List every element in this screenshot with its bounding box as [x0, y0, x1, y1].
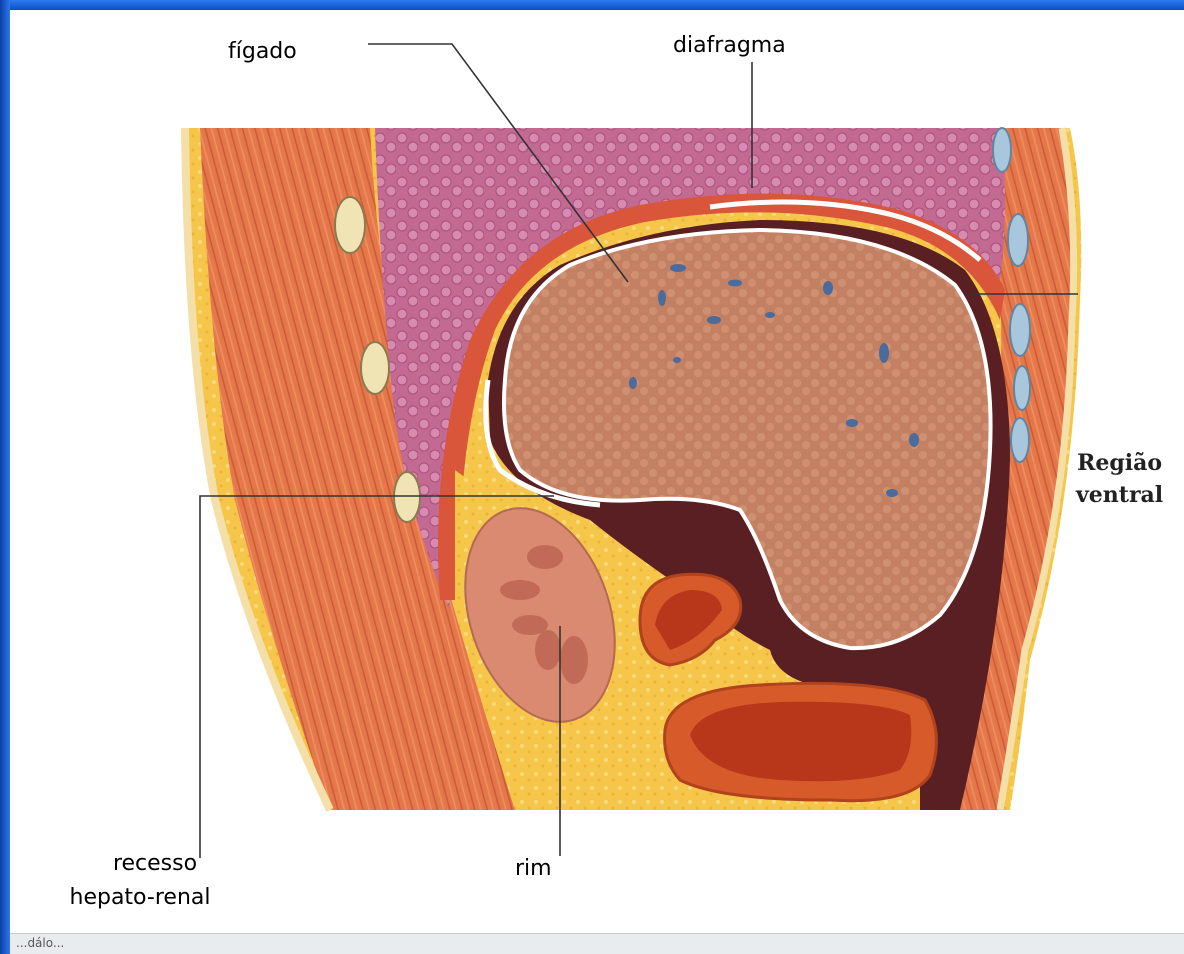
label-recesso-line1: recesso [80, 847, 230, 881]
status-text: ...dálo... [16, 936, 64, 950]
label-diafragma: diafragma [673, 33, 786, 58]
window-top-border [0, 0, 1184, 10]
slide-canvas: fígado diafragma Região ventral recesso … [10, 10, 1184, 954]
label-figado: fígado [228, 39, 297, 64]
window-left-border [0, 0, 10, 954]
label-regiao-line2: ventral [1076, 479, 1163, 511]
label-rim: rim [515, 856, 552, 881]
label-regiao-ventral: Região ventral [1076, 447, 1163, 511]
anatomy-illustration [10, 10, 1184, 954]
status-bar: ...dálo... [10, 933, 1184, 954]
label-recesso-hepato-renal: recesso hepato-renal [80, 847, 230, 915]
label-regiao-line1: Região [1076, 447, 1163, 479]
label-recesso-line2: hepato-renal [50, 881, 230, 915]
